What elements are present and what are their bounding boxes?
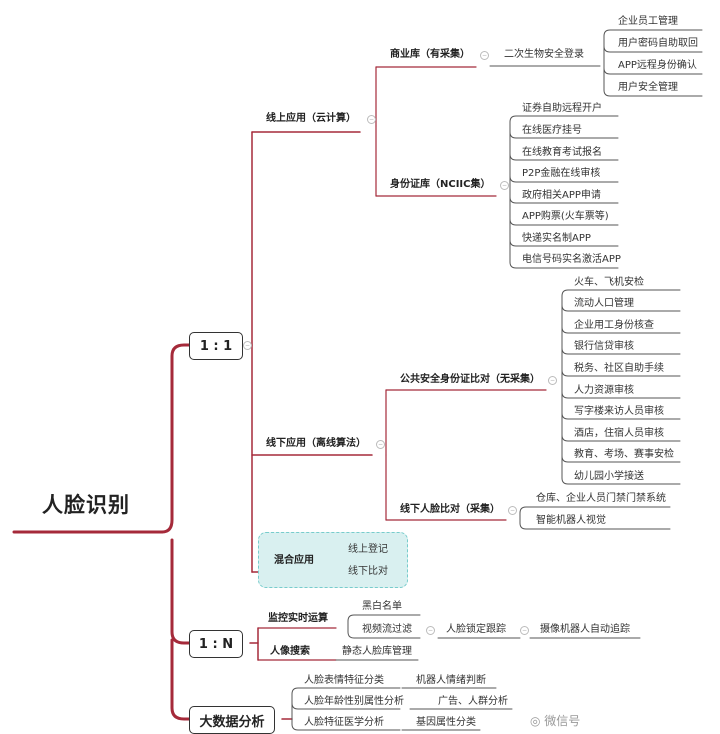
connector-line xyxy=(561,412,571,420)
bigdata-row-0-a[interactable]: 人脸表情特征分类 xyxy=(304,675,384,686)
bigdata-row-1-b[interactable]: 广告、人群分析 xyxy=(438,696,508,707)
hybrid-highlight xyxy=(258,532,408,588)
public-item-1[interactable]: 流动人口管理 xyxy=(574,298,634,309)
connector-line xyxy=(509,261,519,269)
offline-face-item-1[interactable]: 智能机器人视觉 xyxy=(536,515,606,526)
business-mid-node[interactable]: 二次生物安全登录 xyxy=(504,49,584,60)
public-item-8[interactable]: 教育、考场、赛事安检 xyxy=(574,449,674,460)
connector-line xyxy=(561,289,571,297)
public-item-2[interactable]: 企业用工身份核查 xyxy=(574,320,654,331)
connector-line xyxy=(509,175,519,183)
connector-line xyxy=(160,343,191,534)
bigdata-row-0-b[interactable]: 机器人情绪判断 xyxy=(416,675,486,686)
idcard-item-1[interactable]: 在线医疗挂号 xyxy=(522,125,582,136)
collapse-toggle-icon[interactable]: − xyxy=(548,376,557,385)
topic-monitor-realtime[interactable]: 监控实时运算 xyxy=(268,613,328,624)
hybrid-item-1[interactable]: 线下比对 xyxy=(348,566,388,577)
connector-line xyxy=(509,153,519,161)
connector-line xyxy=(561,477,571,485)
connector-line xyxy=(509,239,519,247)
public-item-0[interactable]: 火车、飞机安检 xyxy=(574,277,644,288)
watermark-text: 微信号 xyxy=(544,714,581,728)
connector-line xyxy=(291,687,301,695)
offline-face-item-0[interactable]: 仓库、企业人员门禁门禁系统 xyxy=(536,493,666,504)
connector-line xyxy=(347,614,357,622)
bigdata-row-2-b[interactable]: 基因属性分类 xyxy=(416,717,476,728)
connector-line xyxy=(561,304,571,312)
branch-one-to-n-label: 1 : N xyxy=(198,636,234,652)
monitor-chain-1[interactable]: 摄像机器人自动追踪 xyxy=(540,624,630,635)
branch-big-data[interactable]: 大数据分析 xyxy=(189,706,275,734)
topic-hybrid-apps[interactable]: 混合应用 xyxy=(274,555,314,566)
topic-portrait-search[interactable]: 人像搜索 xyxy=(270,646,310,657)
search-item[interactable]: 静态人脸库管理 xyxy=(342,646,412,657)
monitor-chain-0[interactable]: 人脸锁定跟踪 xyxy=(446,624,506,635)
topic-business-db[interactable]: 商业库（有采集） xyxy=(390,49,470,60)
collapse-toggle-icon[interactable]: − xyxy=(376,440,385,449)
public-item-4[interactable]: 税务、社区自助手续 xyxy=(574,363,664,374)
root-topic: 人脸识别 xyxy=(42,493,130,517)
connector-line xyxy=(603,29,613,37)
business-item-2[interactable]: APP远程身份确认 xyxy=(618,60,697,71)
branch-one-to-one[interactable]: 1 : 1 xyxy=(189,332,243,360)
connector-line xyxy=(291,702,301,710)
business-item-1[interactable]: 用户密码自助取回 xyxy=(618,38,698,49)
idcard-item-2[interactable]: 在线教育考试报名 xyxy=(522,147,602,158)
collapse-toggle-icon[interactable]: − xyxy=(243,341,252,350)
idcard-item-0[interactable]: 证券自助远程开户 xyxy=(522,103,602,114)
connector-line xyxy=(170,538,191,645)
connector-line xyxy=(509,196,519,204)
public-item-5[interactable]: 人力资源审核 xyxy=(574,385,634,396)
collapse-toggle-icon[interactable]: − xyxy=(508,506,517,515)
connector-line xyxy=(561,347,571,355)
connector-line xyxy=(603,45,613,53)
wechat-watermark: ◎ 微信号 xyxy=(530,712,580,729)
topic-offline-face[interactable]: 线下人脸比对（采集） xyxy=(400,504,500,515)
connector-line xyxy=(509,218,519,226)
connector-line xyxy=(603,67,613,75)
collapse-toggle-icon[interactable]: − xyxy=(426,626,435,635)
branch-big-data-label: 大数据分析 xyxy=(199,714,265,730)
bigdata-row-2-a[interactable]: 人脸特征医学分析 xyxy=(304,717,384,728)
connector-line xyxy=(291,723,301,731)
idcard-item-3[interactable]: P2P金融在线审核 xyxy=(522,168,601,179)
connector-line xyxy=(561,434,571,442)
connector-line xyxy=(603,89,613,97)
public-item-6[interactable]: 写字楼来访人员审核 xyxy=(574,406,664,417)
topic-online-apps[interactable]: 线上应用（云计算） xyxy=(266,113,356,124)
wechat-logo-icon: ◎ xyxy=(530,714,545,728)
monitor-item-1[interactable]: 视频流过滤 xyxy=(362,624,412,635)
connector-line xyxy=(519,522,531,530)
business-item-0[interactable]: 企业员工管理 xyxy=(618,16,678,27)
connector-line xyxy=(561,369,571,377)
branch-one-to-n[interactable]: 1 : N xyxy=(189,630,243,658)
collapse-toggle-icon[interactable]: − xyxy=(480,51,489,60)
connector-line xyxy=(561,391,571,399)
connector-line xyxy=(170,638,191,721)
bigdata-row-1-a[interactable]: 人脸年龄性别属性分析 xyxy=(304,696,404,707)
hybrid-item-0[interactable]: 线上登记 xyxy=(348,544,388,555)
topic-idcard-db[interactable]: 身份证库（NCIIC集） xyxy=(390,179,491,190)
collapse-toggle-icon[interactable]: − xyxy=(367,115,376,124)
monitor-item-0[interactable]: 黑白名单 xyxy=(362,601,402,612)
idcard-item-5[interactable]: APP购票(火车票等) xyxy=(522,211,609,222)
collapse-toggle-icon[interactable]: − xyxy=(520,626,529,635)
collapse-toggle-icon[interactable]: − xyxy=(500,181,509,190)
connector-line xyxy=(509,131,519,139)
public-item-7[interactable]: 酒店，住宿人员审核 xyxy=(574,428,664,439)
idcard-item-4[interactable]: 政府相关APP申请 xyxy=(522,190,601,201)
idcard-item-6[interactable]: 快递实名制APP xyxy=(522,233,591,244)
connector-line xyxy=(509,115,519,123)
business-item-3[interactable]: 用户安全管理 xyxy=(618,82,678,93)
topic-public-security[interactable]: 公共安全身份证比对（无采集） xyxy=(400,374,540,385)
connector-line xyxy=(561,326,571,334)
public-item-9[interactable]: 幼儿园小学接送 xyxy=(574,471,644,482)
topic-offline-apps[interactable]: 线下应用（离线算法） xyxy=(266,438,366,449)
connector-line xyxy=(347,631,357,639)
public-item-3[interactable]: 银行信贷审核 xyxy=(574,341,634,352)
idcard-item-7[interactable]: 电信号码实名激活APP xyxy=(522,254,621,265)
connector-line xyxy=(561,455,571,463)
connector-line xyxy=(519,506,531,514)
branch-one-to-one-label: 1 : 1 xyxy=(199,338,233,354)
